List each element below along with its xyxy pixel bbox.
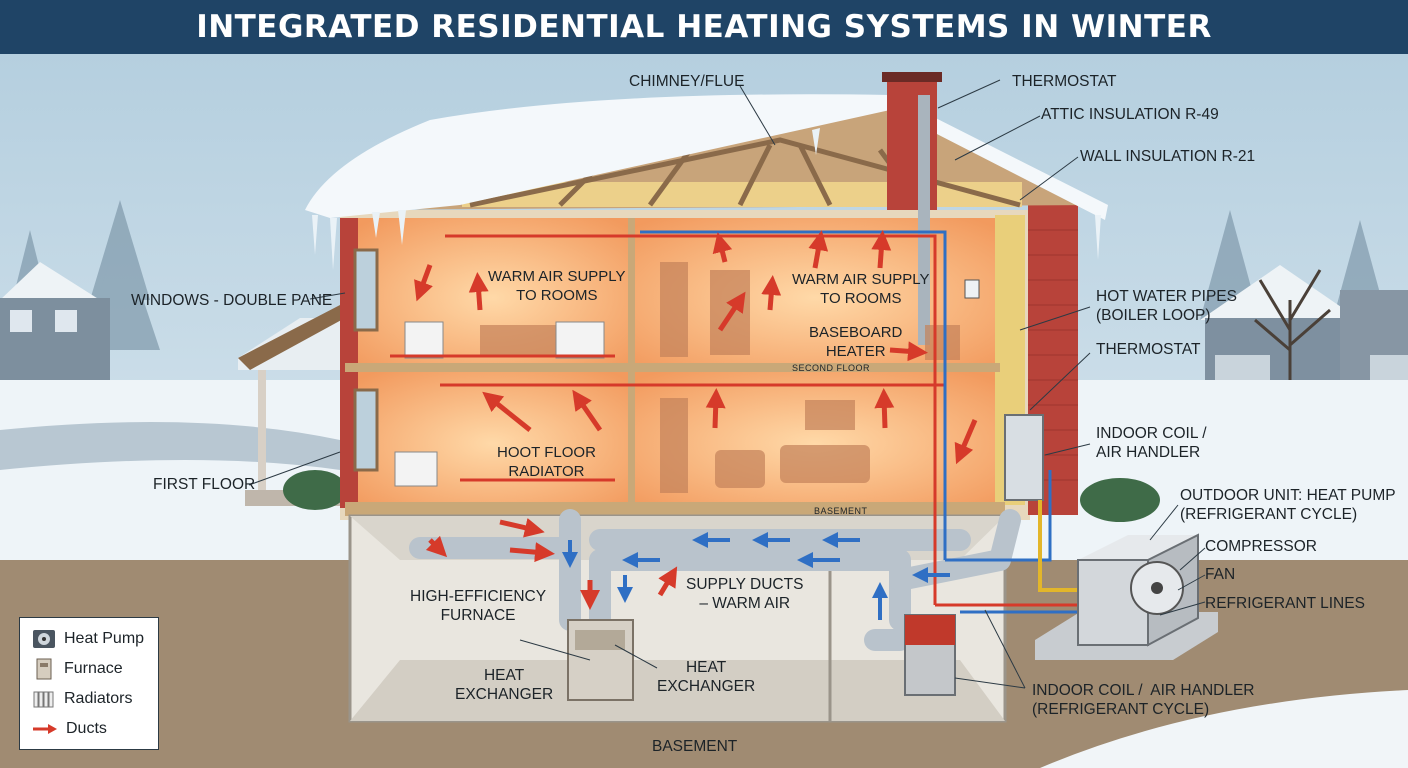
flue-pipe [918, 95, 930, 345]
bare-tree-icon [1254, 269, 1331, 400]
icicles [312, 128, 1101, 270]
attic-insulation-label: ATTIC INSULATION R-49 [1041, 106, 1219, 123]
refrigerant-line [1038, 500, 1095, 592]
chimney-flue-label: CHIMNEY/FLUE [629, 73, 745, 90]
refrigerant-lines-label: REFRIGERANT LINES [1205, 595, 1365, 612]
furnace-icon [36, 658, 52, 680]
hoot-floor-radiator-label: HOOT FLOOR RADIATOR [497, 444, 596, 480]
roof-snow [305, 94, 1108, 220]
cold-pipes [640, 230, 1090, 614]
heat-exchanger-left-label: HEAT EXCHANGER [455, 667, 554, 703]
compressor-label: COMPRESSOR [1205, 538, 1317, 555]
legend-item-heat-pump: Heat Pump [32, 626, 144, 652]
radiator-icon [33, 691, 54, 708]
legend-item-furnace: Furnace [32, 656, 123, 682]
warm-air-supply-left-label: WARM AIR SUPPLY TO ROOMS [488, 268, 626, 304]
second-floor-label: SECOND FLOOR [792, 363, 871, 373]
outdoor-unit-label: OUTDOOR UNIT: HEAT PUMP (REFRIGERANT CYC… [1180, 487, 1396, 523]
basement-label: BASEMENT [652, 738, 738, 755]
window-upper [353, 248, 379, 332]
wall-insulation-label: WALL INSULATION R-21 [1080, 148, 1256, 165]
title-bar: INTEGRATED RESIDENTIAL HEATING SYSTEMS I… [0, 0, 1408, 54]
indoor-coil-air-handler-wall [1004, 414, 1044, 501]
legend: Heat Pump Furnace Radiators Ducts [19, 617, 159, 750]
legend-item-radiators: Radiators [32, 686, 132, 712]
warm-air-supply-right-label: WARM AIR SUPPLY TO ROOMS [792, 271, 930, 307]
window-lower [353, 388, 379, 472]
windows-label: WINDOWS - DOUBLE PANE [131, 292, 333, 309]
thermostat-device [964, 279, 980, 299]
legend-item-ducts: Ducts [32, 716, 107, 742]
fan-label: FAN [1205, 566, 1236, 583]
porch [238, 305, 350, 510]
heat-pump-icon [33, 630, 55, 648]
neighbor-house-right [1200, 265, 1408, 390]
thermostat-top-label: THERMOSTAT [1012, 73, 1117, 90]
radiator-upper [394, 321, 605, 487]
high-efficiency-furnace-label: HIGH-EFFICIENCY FURNACE [410, 588, 547, 624]
return-air-arrows [562, 532, 950, 620]
indoor-coil-lower-label: INDOOR COIL / AIR HANDLER (REFRIGERANT C… [1032, 682, 1255, 718]
baseboard-heater-label: BASEBOARD HEATER [809, 324, 903, 360]
second-floor-beam [345, 363, 1000, 372]
outdoor-heat-pump-unit [1035, 533, 1218, 660]
basement-beam-label: BASEMENT [814, 506, 868, 516]
indoor-coil-upper-label: INDOOR COIL / AIR HANDLER [1096, 425, 1207, 461]
label-leader-lines [248, 79, 1206, 689]
basement-beam [345, 502, 1005, 516]
page-title: INTEGRATED RESIDENTIAL HEATING SYSTEMS I… [196, 9, 1212, 45]
heat-exchanger-right-label: HEAT EXCHANGER [657, 659, 756, 695]
duct-arrow-icon [33, 724, 57, 734]
neighbor-house-left [0, 262, 110, 388]
supply-ducts-label: SUPPLY DUCTS – WARM AIR [686, 576, 804, 612]
first-floor-label: FIRST FLOOR [153, 476, 256, 493]
thermostat-mid-label: THERMOSTAT [1096, 341, 1201, 358]
warm-air-arrows [414, 230, 978, 610]
hot-water-pipes [390, 234, 1090, 607]
hot-water-pipes-label: HOT WATER PIPES (BOILER LOOP) [1096, 288, 1237, 324]
house-cutaway-illustration [0, 54, 1408, 768]
